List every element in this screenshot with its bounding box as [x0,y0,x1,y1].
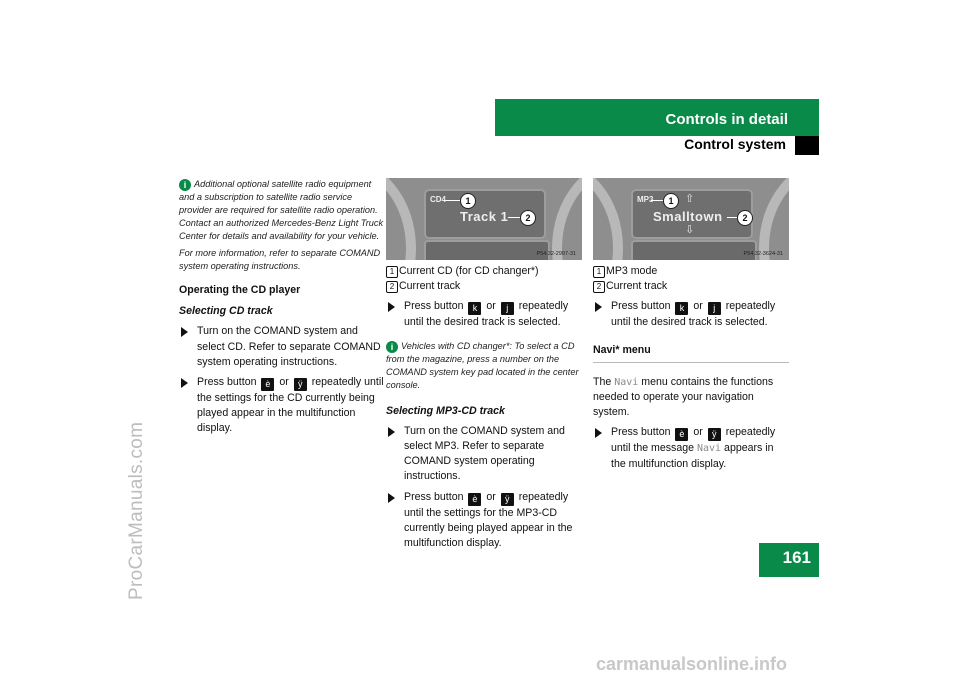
display-mode: CD4 [430,195,447,204]
lower-display [631,240,757,260]
step: Press button è or ÿ repeatedly until the… [593,425,789,471]
menu-prev-button-icon: è [675,428,689,442]
side-watermark: ProCarManuals.com [126,421,147,600]
callout-2: 2 [520,210,536,226]
bottom-watermark: carmanualsonline.info [596,654,788,674]
gauge-arc-right [759,178,789,260]
info-icon: i [179,179,191,191]
gauge-arc-right [552,178,582,260]
arrow-down-icon: ⇩ [685,224,695,236]
multifunction-display: MP3 ⇧ Smalltown ⇩ [631,189,753,239]
gauge-arc-left [386,178,416,260]
callout-number: 1 [386,266,398,278]
menu-next-button-icon: ÿ [500,492,514,506]
info-icon: i [386,340,398,353]
sub-heading: Selecting MP3-CD track [386,404,505,417]
bullet-triangle-icon [595,428,602,439]
lower-display [424,240,550,260]
bullet-triangle-icon [388,492,395,503]
callout-line [651,200,663,201]
sub-heading: Selecting CD track [179,305,273,318]
heading-rule [593,361,789,363]
page-number: 161 [782,548,811,567]
callout-number: 2 [386,281,398,294]
callout-1: 1 [663,193,679,209]
step: Turn on the COMAND system and select CD.… [179,324,384,370]
menu-next-button-icon: ÿ [293,378,307,392]
info-note-2: For more information, refer to separate … [179,248,381,271]
gauge-arc-left [593,178,623,260]
callout-2: 2 [737,210,753,226]
subsection-title: Control system [684,136,786,152]
bullet-triangle-icon [595,302,602,313]
header-white-bar [495,136,795,155]
menu-next-button-icon: ÿ [707,428,721,442]
bullet-triangle-icon [181,327,188,338]
cd-display-image: CD4 Track 1 1 2 P54.32-2997-31 [386,178,582,260]
display-track: Smalltown [653,209,723,224]
step: Press button è or ÿ repeatedly until the… [179,375,384,437]
menu-prev-button-icon: è [261,378,275,392]
header-black-tab [795,136,819,155]
page-number-box [759,543,819,577]
track-next-button-icon: j [707,302,721,316]
section-title: Controls in detail [665,111,788,128]
image-code: P54.32-2997-31 [536,251,576,257]
navi-display-text: Navi [614,376,639,388]
callout-line [444,200,460,201]
section-heading: Operating the CD player [179,284,301,296]
callout-1: 1 [460,193,476,209]
menu-prev-button-icon: è [468,492,482,506]
bullet-triangle-icon [388,302,395,313]
step: Press button k or j repeatedly until the… [386,299,582,330]
track-next-button-icon: j [500,302,514,316]
callout-line [508,217,520,218]
image-code: P54.32-3624-31 [743,251,783,257]
display-track: Track 1 [460,209,509,224]
callout-line [727,217,737,218]
step: Press button è or ÿ repeatedly until the… [386,490,582,552]
mp3-display-image: MP3 ⇧ Smalltown ⇩ 1 2 P54.32-3624-31 [593,178,789,260]
arrow-up-icon: ⇧ [685,193,695,205]
paragraph: The Navi menu contains the functions nee… [593,375,774,419]
section-heading: Navi* menu [593,343,651,356]
step: Turn on the COMAND system and select MP3… [386,424,582,485]
callout-number: 2 [593,281,605,294]
step: Press button k or j repeatedly until the… [593,299,789,330]
track-prev-button-icon: k [675,302,689,316]
bullet-triangle-icon [181,378,188,389]
bullet-triangle-icon [388,426,395,437]
navi-display-text: Navi [697,443,722,455]
track-prev-button-icon: k [468,302,482,316]
display-mode: MP3 [637,195,654,204]
callout-number: 1 [593,266,605,278]
